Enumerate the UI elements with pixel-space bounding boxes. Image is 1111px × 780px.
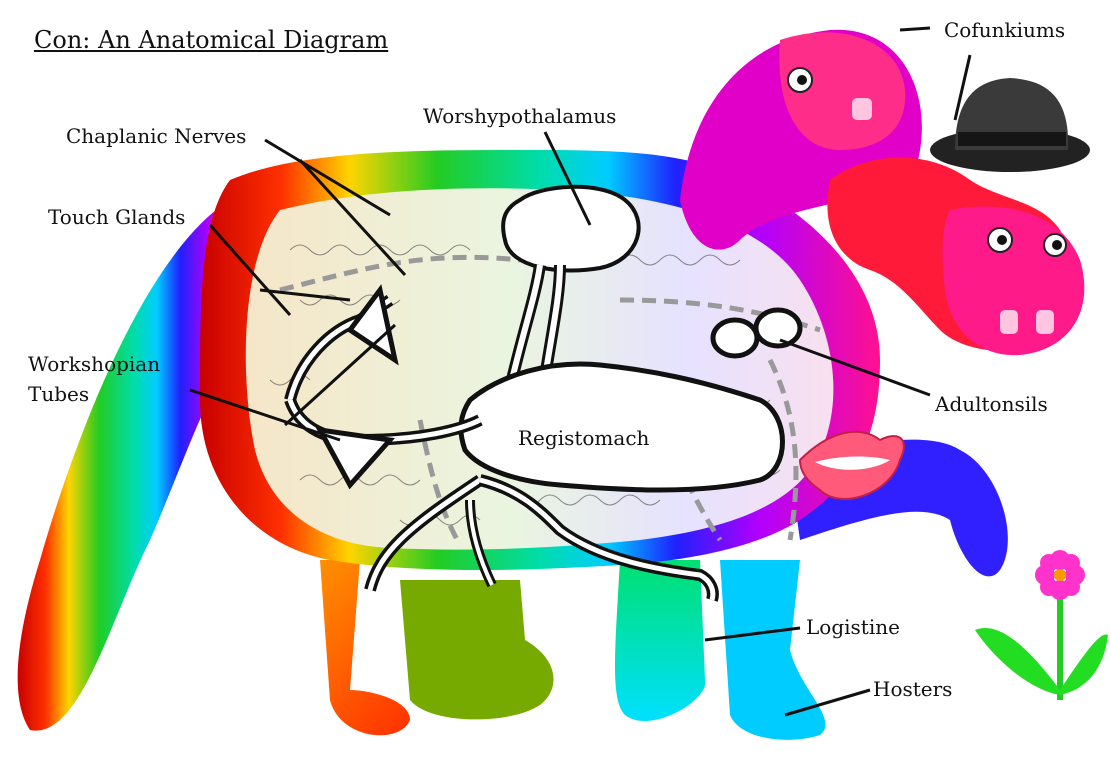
label-workshopian-tubes-line1: Workshopian <box>28 352 160 376</box>
label-workshopian-tubes-line2: Tubes <box>28 382 89 406</box>
back-leg-left <box>230 560 410 735</box>
worshypothalamus-organ <box>503 187 639 271</box>
label-chaplanic-nerves: Chaplanic Nerves <box>66 124 246 148</box>
label-hosters: Hosters <box>873 677 952 701</box>
front-leg-left <box>615 560 705 721</box>
label-worshypothalamus: Worshypothalamus <box>423 104 616 128</box>
label-registomach: Registomach <box>518 426 649 450</box>
back-leg-middle <box>400 580 554 719</box>
label-cofunkiums: Cofunkiums <box>944 18 1065 42</box>
diagram-title: Con: An Anatomical Diagram <box>34 26 388 54</box>
label-adultonsils: Adultonsils <box>935 392 1048 416</box>
front-leg-right <box>720 560 826 740</box>
label-logistine: Logistine <box>806 615 900 639</box>
label-touch-glands: Touch Glands <box>48 205 185 229</box>
bowler-hat <box>930 78 1090 172</box>
